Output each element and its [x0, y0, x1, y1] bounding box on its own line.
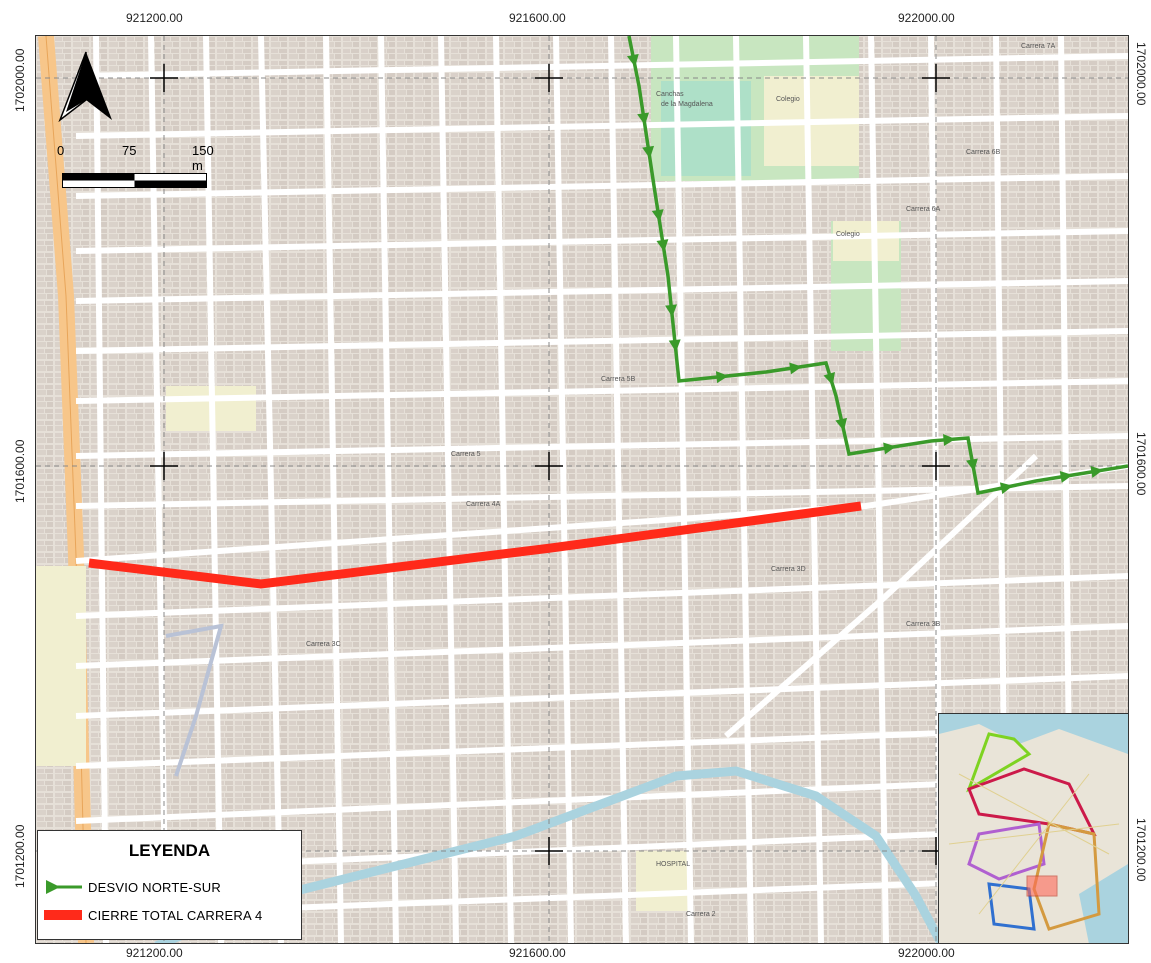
bottom-coord-1: 921200.00: [126, 946, 183, 960]
detour-arrowhead: [835, 417, 848, 431]
legend-label-detour: DESVIO NORTE-SUR: [88, 879, 221, 895]
legend-item-detour: DESVIO NORTE-SUR: [44, 879, 221, 895]
svg-text:de la Magdalena: de la Magdalena: [661, 101, 713, 108]
left-coord-3: 1701200.00: [13, 824, 27, 888]
svg-text:Carrera 5B: Carrera 5B: [601, 376, 636, 383]
detour-arrowhead: [1090, 466, 1104, 478]
detour-arrowhead: [999, 482, 1013, 495]
inset-locator-map: [938, 713, 1128, 943]
svg-text:Carrera 4A: Carrera 4A: [466, 501, 501, 508]
detour-arrowhead: [626, 53, 639, 67]
detour-arrowhead: [656, 239, 669, 252]
detour-arrowhead: [823, 372, 836, 386]
svg-text:Carrera 5: Carrera 5: [451, 451, 481, 458]
right-coord-2: 1701600.00: [1134, 432, 1148, 496]
svg-text:Colegio: Colegio: [776, 96, 800, 103]
svg-text:Carrera 3B: Carrera 3B: [906, 621, 941, 628]
red-line-icon: [44, 910, 82, 920]
svg-text:Carrera 6B: Carrera 6B: [966, 149, 1001, 156]
scale-label-75: 75: [122, 143, 137, 158]
map-frame[interactable]: Carrera 7A Carrera 6B Carrera 6A Carrera…: [35, 35, 1129, 944]
detour-arrowhead: [1059, 471, 1073, 483]
detour-arrowhead: [966, 458, 978, 472]
detour-arrowhead: [651, 209, 664, 222]
detour-arrowhead: [642, 145, 655, 159]
right-coord-3: 1701200.00: [1134, 818, 1148, 882]
scale-label-150: 150 m: [192, 143, 214, 173]
detour-arrowhead: [637, 112, 650, 126]
svg-text:Canchas: Canchas: [656, 91, 684, 98]
top-coord-2: 921600.00: [509, 11, 566, 25]
detour-arrowhead: [665, 304, 678, 317]
river: [154, 766, 945, 943]
svg-text:HOSPITAL: HOSPITAL: [656, 861, 690, 868]
svg-text:Carrera 7A: Carrera 7A: [1021, 43, 1056, 50]
svg-text:Carrera 3D: Carrera 3D: [771, 566, 806, 573]
detour-arrowhead: [883, 442, 896, 455]
bottom-coord-2: 921600.00: [509, 946, 566, 960]
north-arrow-icon: [58, 50, 114, 127]
legend-title: LEYENDA: [128, 841, 211, 860]
legend-item-closure: CIERRE TOTAL CARRERA 4: [44, 907, 262, 923]
closure-route-carrera-4: [88, 501, 862, 589]
top-coord-3: 922000.00: [898, 11, 955, 25]
svg-text:Carrera 2: Carrera 2: [686, 911, 716, 918]
bottom-coord-3: 922000.00: [898, 946, 955, 960]
left-coord-2: 1701600.00: [13, 439, 27, 503]
base-map: Carrera 7A Carrera 6B Carrera 6A Carrera…: [36, 36, 1128, 943]
left-coord-1: 1702000.00: [13, 48, 27, 112]
detour-arrowhead: [668, 339, 681, 352]
svg-text:Carrera 6A: Carrera 6A: [906, 206, 941, 213]
top-coord-1: 921200.00: [126, 11, 183, 25]
scale-label-0: 0: [57, 143, 65, 158]
detour-arrowhead: [789, 362, 802, 375]
detour-arrowhead: [715, 371, 729, 384]
svg-text:Colegio: Colegio: [836, 231, 860, 238]
green-arrow-line-icon: [46, 880, 82, 894]
detour-arrowhead: [943, 434, 956, 446]
legend-label-closure: CIERRE TOTAL CARRERA 4: [88, 907, 263, 923]
legend: LEYENDA DESVIO NORTE-SUR CIERRE TOTAL CA…: [37, 830, 302, 940]
right-coord-1: 1702000.00: [1134, 42, 1148, 106]
grid-crosses: [150, 64, 950, 865]
detour-arrows: [626, 53, 1104, 495]
svg-text:Carrera 3C: Carrera 3C: [306, 641, 341, 648]
